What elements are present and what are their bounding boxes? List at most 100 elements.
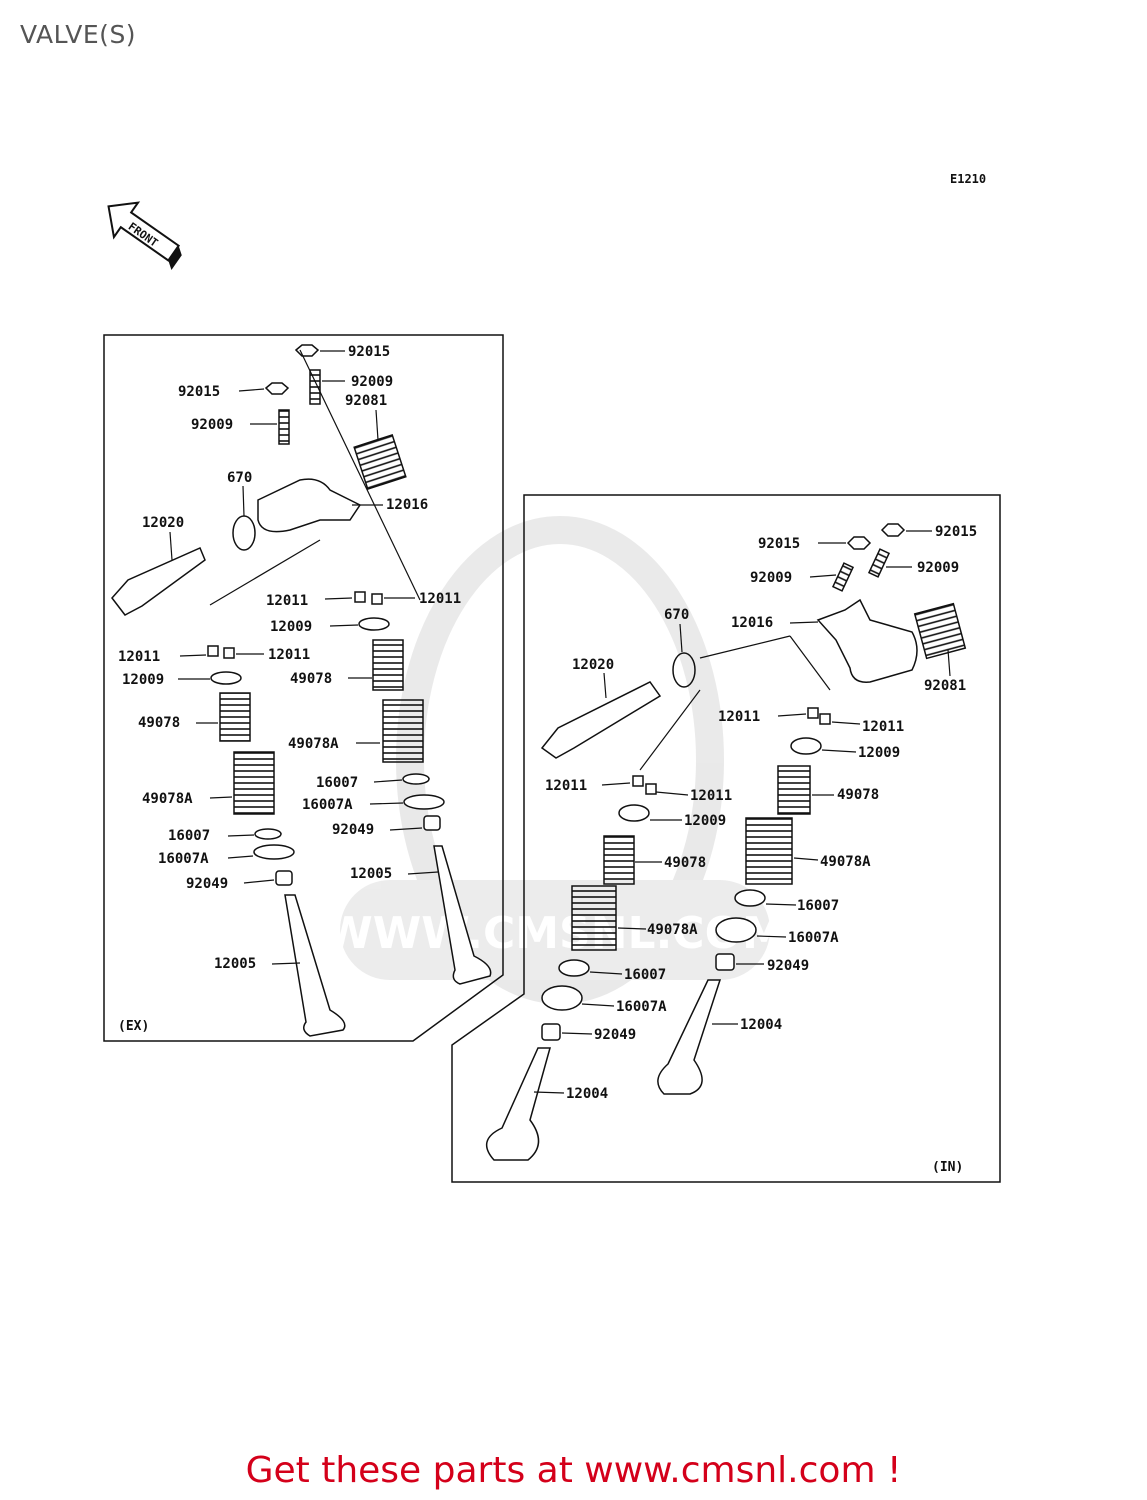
spring-icon [233, 751, 275, 815]
diagram-code: E1210 [950, 172, 987, 186]
part-label: 92049 [332, 822, 374, 838]
part-label: 92049 [186, 876, 228, 892]
valve-icon [657, 979, 722, 1095]
page-title: VALVE(S) [20, 20, 137, 49]
part-label: 16007A [302, 797, 353, 813]
keeper-icon [207, 645, 219, 657]
part-label: 92081 [924, 678, 966, 694]
part-label: 12020 [572, 657, 614, 673]
part-label: 92015 [178, 384, 220, 400]
exhaust-section-label: (EX) [118, 1019, 149, 1034]
spring-icon [571, 885, 617, 951]
spring-icon [603, 835, 635, 885]
valve-diagram: WWW.CMSNL.COM FRONT [103, 201, 1001, 1183]
intake-section-frame [451, 494, 1001, 1183]
seat-icon [254, 828, 282, 840]
part-label: 92015 [935, 524, 977, 540]
nut-icon [294, 344, 320, 357]
rocker-arm-icon [257, 478, 362, 533]
seal-icon [715, 953, 735, 971]
exhaust-section-frame [103, 334, 504, 1042]
part-label: 12011 [266, 593, 308, 609]
valve-icon [485, 1047, 551, 1161]
part-label: 670 [664, 607, 689, 623]
spring-icon [372, 639, 404, 691]
part-label: 49078 [290, 671, 332, 687]
seat-icon [403, 794, 445, 810]
part-label: 12020 [142, 515, 184, 531]
keeper-icon [354, 591, 366, 603]
valve-icon [433, 845, 492, 985]
spring-icon [219, 692, 251, 742]
part-label: 12011 [862, 719, 904, 735]
seat-icon [402, 773, 430, 785]
keeper-icon [223, 647, 235, 659]
part-label: 12011 [118, 649, 160, 665]
part-label: 16007 [168, 828, 210, 844]
part-label: 49078A [288, 736, 339, 752]
part-label: 92081 [345, 393, 387, 409]
intake-section-label: (IN) [932, 1160, 963, 1175]
part-label: 12011 [690, 788, 732, 804]
part-label: 12005 [350, 866, 392, 882]
part-label: 12011 [419, 591, 461, 607]
part-label: 12009 [122, 672, 164, 688]
part-label: 49078 [664, 855, 706, 871]
part-label: 92049 [767, 958, 809, 974]
screw-icon [867, 548, 891, 578]
keeper-icon [807, 707, 819, 719]
part-label: 92009 [351, 374, 393, 390]
part-label: 12016 [386, 497, 428, 513]
retainer-icon [358, 617, 390, 631]
keeper-icon [632, 775, 644, 787]
part-label: 16007 [797, 898, 839, 914]
nut-icon [846, 536, 872, 550]
retainer-icon [790, 737, 822, 755]
seat-icon [541, 985, 583, 1011]
call-to-action-link[interactable]: Get these parts at www.cmsnl.com ! [245, 1450, 902, 1491]
part-label: 12011 [545, 778, 587, 794]
part-label: 12009 [684, 813, 726, 829]
part-label: 12011 [718, 709, 760, 725]
part-label: 12011 [268, 647, 310, 663]
part-label: 12016 [731, 615, 773, 631]
part-label: 16007 [316, 775, 358, 791]
seat-icon [253, 844, 295, 860]
part-label: 49078 [138, 715, 180, 731]
part-label: 12005 [214, 956, 256, 972]
part-label: 12009 [270, 619, 312, 635]
part-label: 16007A [616, 999, 667, 1015]
nut-icon [264, 382, 290, 395]
part-label: 92015 [758, 536, 800, 552]
shaft-icon [111, 547, 206, 616]
part-label: 670 [227, 470, 252, 486]
part-label: 16007A [788, 930, 839, 946]
screw-icon [278, 409, 290, 445]
keeper-icon [645, 783, 657, 795]
watermark-text: WWW.CMSNL.COM [324, 908, 786, 959]
screw-icon [309, 369, 321, 405]
retainer-icon [210, 671, 242, 685]
part-label: 92009 [191, 417, 233, 433]
part-label: 49078A [820, 854, 871, 870]
nut-icon [880, 523, 906, 537]
spring-icon [913, 602, 967, 660]
seat-icon [734, 889, 766, 907]
part-label: 92009 [750, 570, 792, 586]
keeper-icon [819, 713, 831, 725]
seat-icon [715, 917, 757, 943]
screw-icon [831, 562, 855, 592]
part-label: 92009 [917, 560, 959, 576]
part-label: 16007A [158, 851, 209, 867]
part-label: 16007 [624, 967, 666, 983]
spring-icon [777, 765, 811, 815]
seal-icon [541, 1023, 561, 1041]
part-label: 49078A [142, 791, 193, 807]
o-ring-icon [672, 652, 696, 688]
valve-icon [284, 894, 346, 1037]
o-ring-icon [232, 515, 256, 551]
part-label: 49078A [647, 922, 698, 938]
part-label: 12009 [858, 745, 900, 761]
keeper-icon [371, 593, 383, 605]
spring-icon [382, 699, 424, 763]
